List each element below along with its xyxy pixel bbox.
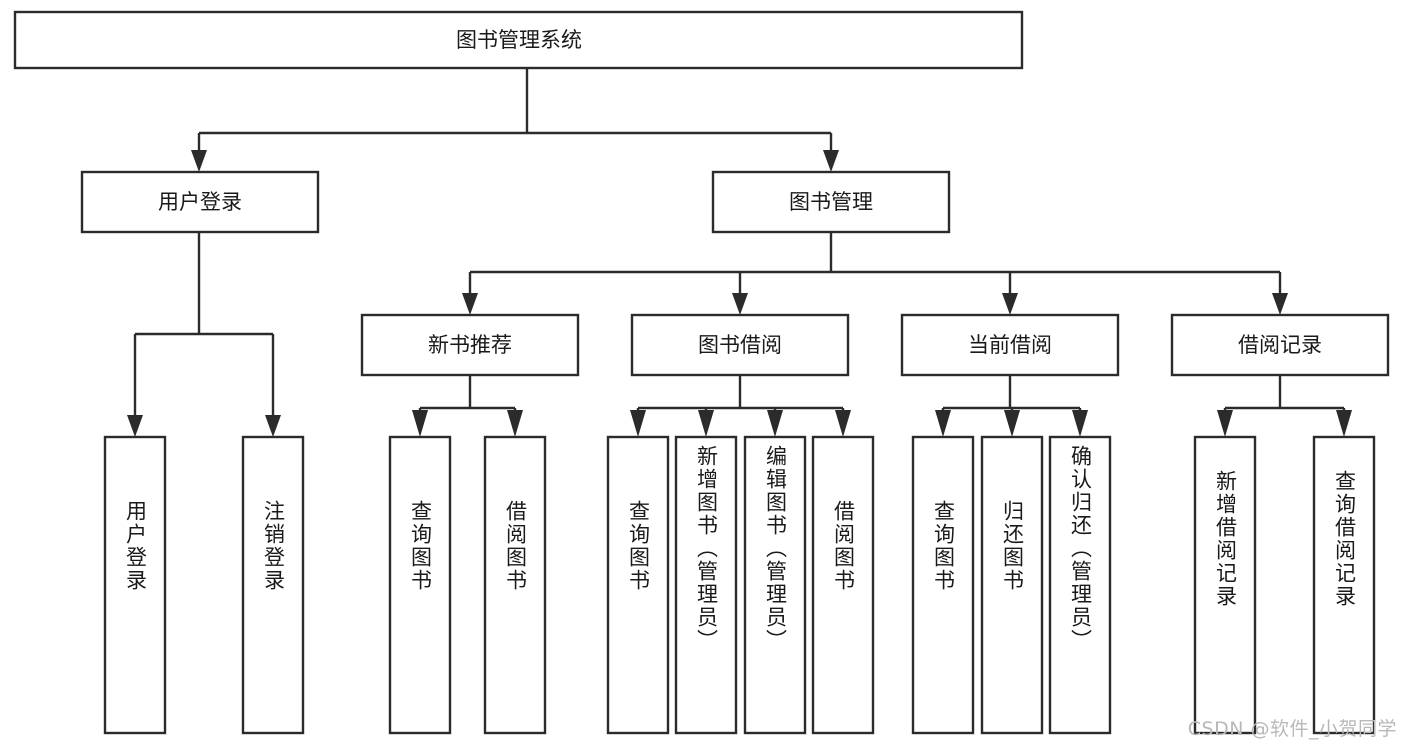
arrowhead-leaf-br-1 [1336,410,1352,437]
connector-bookborrow-to-leaves [630,375,851,437]
csdn-watermark: CSDN @软件_小贺同学 [1187,718,1397,740]
connector-root-to-level2 [191,68,839,172]
leaf-box-book-borrow-0[interactable] [606,435,670,735]
leaf-box-user-login-1[interactable] [241,435,305,735]
arrowhead-leaf-cb-0 [935,410,951,437]
node-root-title-label: 图书管理系统 [456,28,582,52]
arrowhead-new-book-rec [462,293,478,315]
node-current-borrow[interactable] [900,313,1120,377]
node-new-book-rec[interactable] [360,313,580,377]
node-user-login[interactable] [80,170,320,234]
arrowhead-leaf-bb-1 [698,410,714,437]
leaf-box-current-borrow-0[interactable] [911,435,975,735]
arrowhead-user-login [191,150,207,172]
connector-currentborrow-to-leaves [935,375,1088,437]
arrowhead-leaf-nb-1 [507,410,523,437]
arrowhead-borrow-record [1272,293,1288,315]
leaf-box-current-borrow-1[interactable] [980,435,1044,735]
node-user-login-label: 用户登录 [158,190,242,214]
arrowhead-leaf-bb-3 [835,410,851,437]
leaf-box-borrow-record-0[interactable] [1193,435,1257,735]
arrowhead-leaf-cb-2 [1072,410,1088,437]
connector-newbookrec-to-leaves [412,375,523,437]
arrowhead-leaf-br-0 [1217,410,1233,437]
node-borrow-record[interactable] [1170,313,1390,377]
leaf-box-borrow-record-1[interactable] [1312,435,1376,735]
arrowhead-leaf-nb-0 [412,410,428,437]
arrowhead-book-manage [823,150,839,172]
connector-userlogin-to-leaves [127,232,281,437]
leaf-box-new-book-rec-0[interactable] [388,435,452,735]
node-book-manage-label: 图书管理 [789,190,873,214]
arrowhead-leaf-ul-1 [265,415,281,437]
leaf-box-book-borrow-2[interactable] [743,435,807,735]
arrowhead-leaf-cb-1 [1004,410,1020,437]
node-book-borrow[interactable] [630,313,850,377]
node-root-title-box[interactable] [13,10,1024,70]
arrowhead-leaf-bb-2 [767,410,783,437]
arrowhead-book-borrow [732,293,748,315]
node-book-borrow-label: 图书借阅 [698,333,782,357]
arrowhead-leaf-bb-0 [630,410,646,437]
connector-borrowrecord-to-leaves [1217,375,1352,437]
node-current-borrow-label: 当前借阅 [968,333,1052,357]
leaf-box-book-borrow-1[interactable] [674,435,738,735]
connector-bookmanage-to-level3 [462,232,1288,315]
leaf-box-current-borrow-2[interactable] [1048,435,1112,735]
leaf-box-user-login-0[interactable] [103,435,167,735]
node-borrow-record-label: 借阅记录 [1238,333,1322,357]
leaf-box-new-book-rec-1[interactable] [483,435,547,735]
leaf-box-book-borrow-3[interactable] [811,435,875,735]
arrowhead-current-borrow [1002,293,1018,315]
arrowhead-leaf-ul-0 [127,415,143,437]
node-new-book-rec-label: 新书推荐 [428,333,512,357]
